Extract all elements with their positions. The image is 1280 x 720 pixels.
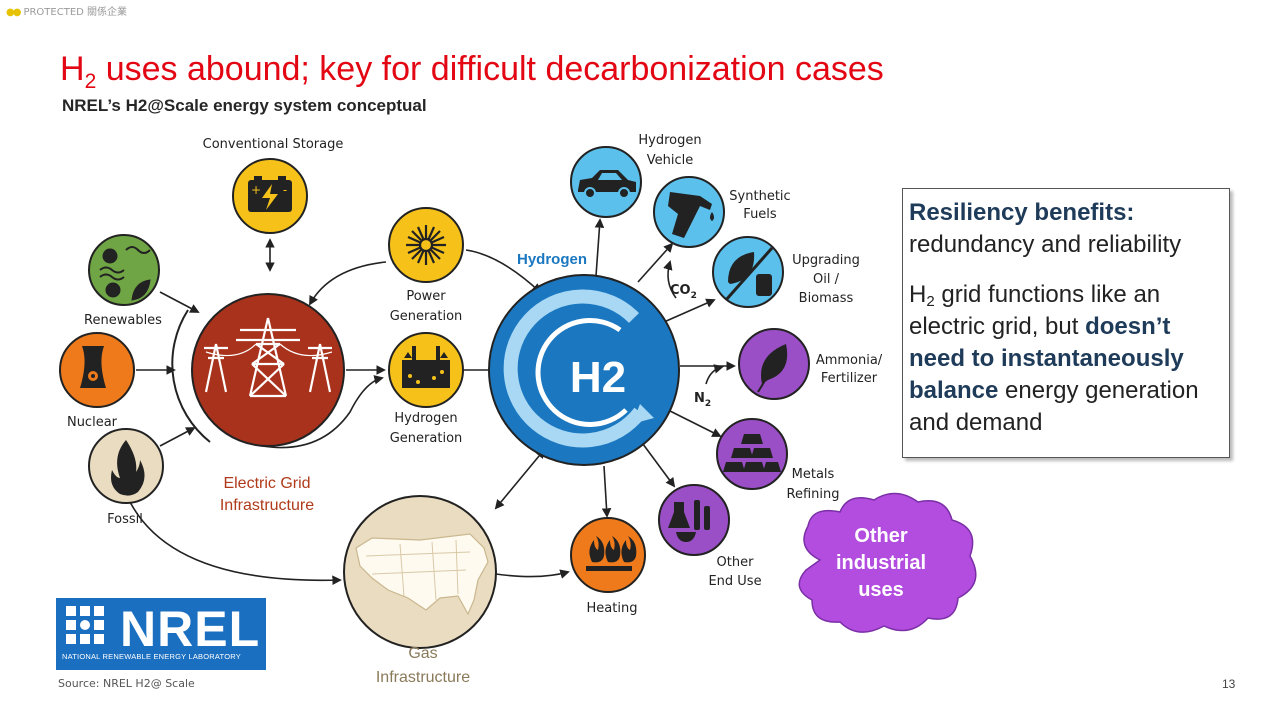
other-end-use-label-1: Other — [717, 555, 755, 570]
svg-text:+: + — [251, 183, 261, 197]
renewables-icon — [99, 246, 151, 301]
conventional-storage-node: + - Conventional Storage — [203, 137, 344, 234]
ammonia-label-1: Ammonia/ — [816, 353, 883, 368]
slide-subtitle: NREL’s H2@Scale energy system conceptual — [62, 96, 427, 115]
svg-text:-: - — [283, 183, 287, 197]
battery-icon: + - — [248, 176, 292, 212]
conventional-storage-label: Conventional Storage — [203, 137, 344, 152]
heating-node: Heating — [570, 517, 646, 616]
flame-icon — [111, 440, 145, 496]
nuclear-plant-icon — [80, 346, 106, 388]
electric-grid-label-1: Electric Grid — [223, 475, 310, 492]
source-note: Source: NREL H2@ Scale — [58, 677, 195, 690]
other-end-use-label-2: End Use — [708, 574, 761, 589]
nrel-logo: NREL NATIONAL RENEWABLE ENERGY LABORATOR… — [56, 598, 266, 670]
nrel-logo-word: NREL — [120, 601, 261, 657]
upgrading-label-3: Biomass — [799, 291, 854, 306]
other-industrial-uses-text: Other industrial uses — [835, 525, 926, 601]
callout-line1: redundancy and reliability — [909, 231, 1182, 258]
upgrading-node: Upgrading Oil / Biomass — [712, 236, 860, 308]
upgrading-label-2: Oil / — [813, 272, 840, 287]
hydrogen-vehicle-label-1: Hydrogen — [638, 133, 701, 148]
burner-flame-icon — [586, 536, 637, 571]
gas-infrastructure-label-2: Infrastructure — [376, 669, 470, 686]
hydrogen-hub-label: Hydrogen — [517, 251, 587, 268]
co2-label: CO2 — [670, 283, 697, 301]
hydrogen-vehicle-label-2: Vehicle — [647, 153, 694, 168]
gas-infrastructure-node: Gas Infrastructure — [343, 495, 497, 686]
other-industrial-uses-cloud — [798, 492, 977, 633]
oil-barrel-icon — [756, 274, 772, 296]
metal-ingots-icon — [723, 434, 781, 472]
nuclear-label: Nuclear — [67, 415, 118, 430]
ammonia-node: Ammonia/ Fertilizer — [738, 328, 883, 400]
page-number: 13 — [1222, 677, 1236, 691]
nrel-logo-mark-icon — [66, 606, 104, 644]
nrel-logo-subtitle: NATIONAL RENEWABLE ENERGY LABORATORY — [62, 652, 241, 661]
renewables-node: Renewables — [84, 234, 162, 328]
metals-refining-node: Metals Refining — [716, 418, 840, 502]
synthetic-fuels-label-2: Fuels — [743, 207, 777, 222]
classification-label: ●●PROTECTED 關係企業 — [6, 7, 128, 18]
electrolyzer-icon — [402, 346, 450, 388]
turbine-icon — [406, 225, 446, 265]
ammonia-label-2: Fertilizer — [821, 371, 878, 386]
synthetic-fuels-label-1: Synthetic — [729, 189, 790, 204]
resiliency-callout: Resiliency benefits: redundancy and reli… — [902, 188, 1230, 458]
connector-lines — [127, 218, 736, 586]
metals-refining-label-2: Refining — [787, 487, 840, 502]
us-map-icon — [355, 533, 489, 616]
callout-heading: Resiliency benefits: — [909, 199, 1135, 226]
h2-hub-text: H2 — [570, 353, 626, 402]
metals-refining-label-1: Metals — [792, 467, 835, 482]
fossil-label: Fossil — [107, 512, 143, 527]
upgrading-label-1: Upgrading — [792, 253, 860, 268]
fuel-nozzle-icon — [668, 192, 712, 238]
callout-paragraph: H2 grid functions like an electric grid,… — [909, 281, 1199, 436]
other-end-use-node: Other End Use — [658, 484, 762, 589]
hydrogen-hub-node: H2 Hydrogen — [488, 251, 680, 466]
slide-title: H2 uses abound; key for difficult decarb… — [60, 50, 884, 93]
hydrogen-vehicle-node: Hydrogen Vehicle — [570, 133, 702, 218]
hydrogen-generation-node: Hydrogen Generation — [388, 332, 464, 446]
power-generation-label-2: Generation — [390, 309, 463, 324]
hydrogen-generation-label-2: Generation — [390, 431, 463, 446]
nuclear-node: Nuclear — [59, 332, 135, 430]
renewables-label: Renewables — [84, 313, 162, 328]
synthetic-fuels-node: Synthetic Fuels — [653, 176, 791, 248]
gas-infrastructure-label-1: Gas — [408, 645, 437, 662]
electric-grid-node: Electric Grid Infrastructure — [191, 293, 345, 514]
lab-equipment-icon — [668, 500, 710, 542]
electric-grid-label-2: Infrastructure — [220, 497, 314, 514]
leaf-icon — [728, 252, 755, 284]
heating-label: Heating — [587, 601, 638, 616]
transmission-tower-icon — [204, 317, 333, 398]
power-generation-label-1: Power — [406, 289, 446, 304]
power-generation-node: Power Generation — [388, 207, 464, 324]
fossil-node: Fossil — [88, 428, 164, 527]
h2-swirl-icon — [503, 289, 646, 448]
car-icon — [578, 170, 636, 192]
hydrogen-generation-label-1: Hydrogen — [394, 411, 457, 426]
n2-label: N2 — [694, 391, 711, 409]
